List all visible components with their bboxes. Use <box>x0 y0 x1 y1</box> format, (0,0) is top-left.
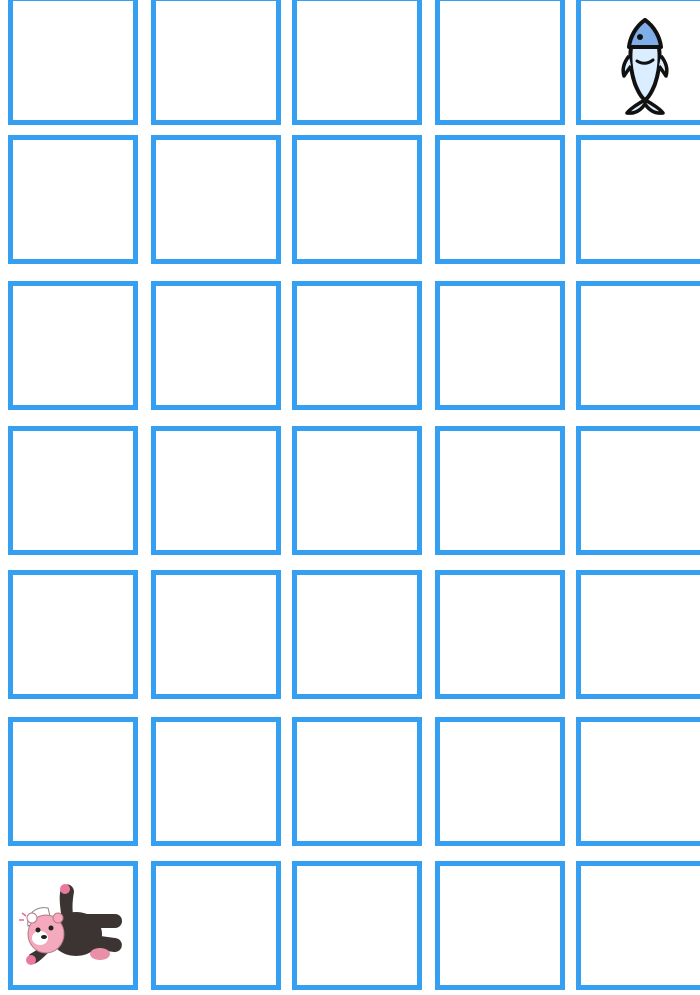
grid-cell[interactable] <box>8 861 138 990</box>
grid-cell[interactable] <box>435 861 565 990</box>
bear-icon <box>18 878 128 974</box>
grid-cell[interactable] <box>151 426 281 555</box>
grid-cell[interactable] <box>151 570 281 699</box>
grid-cell[interactable] <box>151 281 281 410</box>
grid-cell[interactable] <box>576 0 700 125</box>
grid-cell[interactable] <box>576 281 700 410</box>
grid-cell[interactable] <box>8 426 138 555</box>
grid-cell[interactable] <box>151 0 281 125</box>
grid-cell[interactable] <box>292 135 422 264</box>
grid-cell[interactable] <box>292 861 422 990</box>
grid-cell[interactable] <box>292 281 422 410</box>
grid-cell[interactable] <box>435 135 565 264</box>
grid-cell[interactable] <box>151 861 281 990</box>
grid-cell[interactable] <box>8 281 138 410</box>
grid-cell[interactable] <box>8 570 138 699</box>
grid-cell[interactable] <box>576 135 700 264</box>
fish-icon <box>613 14 677 116</box>
grid-cell[interactable] <box>435 281 565 410</box>
grid-cell[interactable] <box>435 717 565 846</box>
grid-cell[interactable] <box>151 135 281 264</box>
grid-cell[interactable] <box>292 717 422 846</box>
grid-cell[interactable] <box>292 0 422 125</box>
grid-cell[interactable] <box>8 717 138 846</box>
grid-cell[interactable] <box>8 0 138 125</box>
grid-cell[interactable] <box>576 570 700 699</box>
grid-cell[interactable] <box>151 717 281 846</box>
grid-cell[interactable] <box>576 861 700 990</box>
player-piece <box>13 866 133 985</box>
grid-cell[interactable] <box>292 426 422 555</box>
grid-cell[interactable] <box>8 135 138 264</box>
grid-cell[interactable] <box>435 0 565 125</box>
grid-cell[interactable] <box>576 426 700 555</box>
grid-cell[interactable] <box>576 717 700 846</box>
grid-cell[interactable] <box>435 570 565 699</box>
grid-cell[interactable] <box>435 426 565 555</box>
goal-piece <box>581 1 700 120</box>
grid-cell[interactable] <box>292 570 422 699</box>
